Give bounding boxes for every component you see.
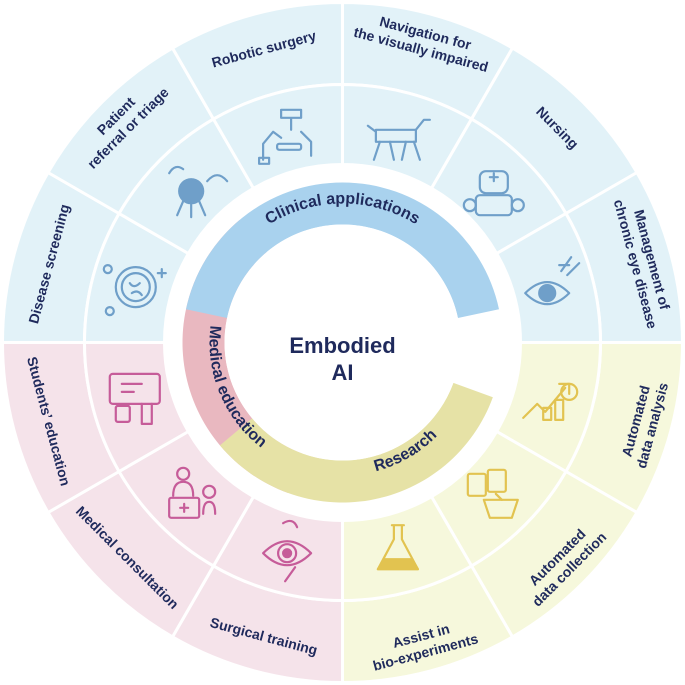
sector-students-education: Students’ education — [0, 341, 191, 515]
center-hub: Embodied AI — [224, 224, 461, 461]
robot-dog-icon — [366, 118, 431, 161]
category-band-clinical — [185, 182, 500, 318]
eye-scalpel-icon — [262, 519, 313, 583]
sector-surgical-training: Surgical training — [170, 494, 344, 685]
virus-lens-icon — [102, 264, 167, 317]
sector-medical-consultation: Medical consultation — [46, 429, 256, 639]
sector-robotic-surgery: Robotic surgery — [170, 0, 344, 191]
category-band-research — [219, 382, 493, 503]
nurse-robot-icon — [462, 170, 525, 217]
center-title-line1: Embodied — [289, 333, 395, 358]
sector-disease-screening: Disease screening — [0, 170, 191, 344]
lab-screen-icon — [108, 372, 161, 425]
doctor-desk-icon — [168, 466, 217, 519]
center-title-line2: AI — [332, 360, 354, 385]
flask-icon — [376, 524, 419, 571]
growth-chart-icon — [522, 382, 579, 421]
eye-dropper-icon — [524, 256, 581, 306]
referral-robot-icon — [168, 165, 229, 219]
documents-tray-icon — [466, 468, 519, 519]
center-disc — [224, 224, 461, 461]
surgical-robot-icon — [258, 108, 313, 165]
